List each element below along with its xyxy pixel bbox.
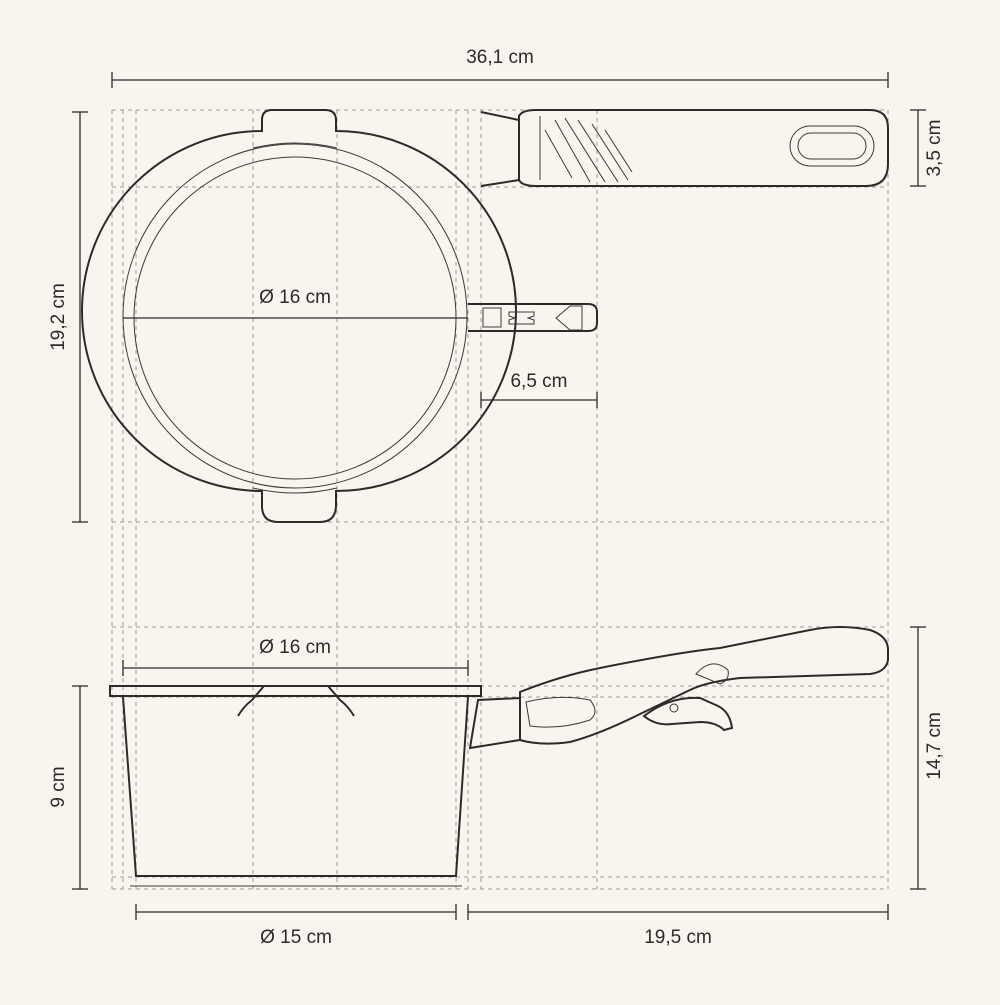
side-height-label: 14,7 cm: [924, 712, 945, 780]
rim-diameter-label: Ø 16 cm: [259, 637, 331, 658]
dimension-lines: [72, 72, 926, 920]
handle-length-label: 19,5 cm: [644, 927, 712, 948]
base-diameter-label: Ø 15 cm: [260, 927, 332, 948]
handle-top-view: [480, 109, 889, 187]
handle-thickness-label: 3,5 cm: [924, 119, 945, 176]
handle-side-view: [468, 626, 889, 750]
saucepan-side-view: [109, 660, 482, 887]
total-width-label: 36,1 cm: [466, 47, 534, 68]
construction-grid: [111, 109, 889, 890]
body-height-label: 9 cm: [48, 766, 69, 807]
handle-bracket-label: 6,5 cm: [510, 371, 567, 392]
total-height-label: 19,2 cm: [48, 283, 69, 351]
saucepan-top-view: [81, 109, 598, 523]
top-diameter-label: Ø 16 cm: [259, 287, 331, 308]
